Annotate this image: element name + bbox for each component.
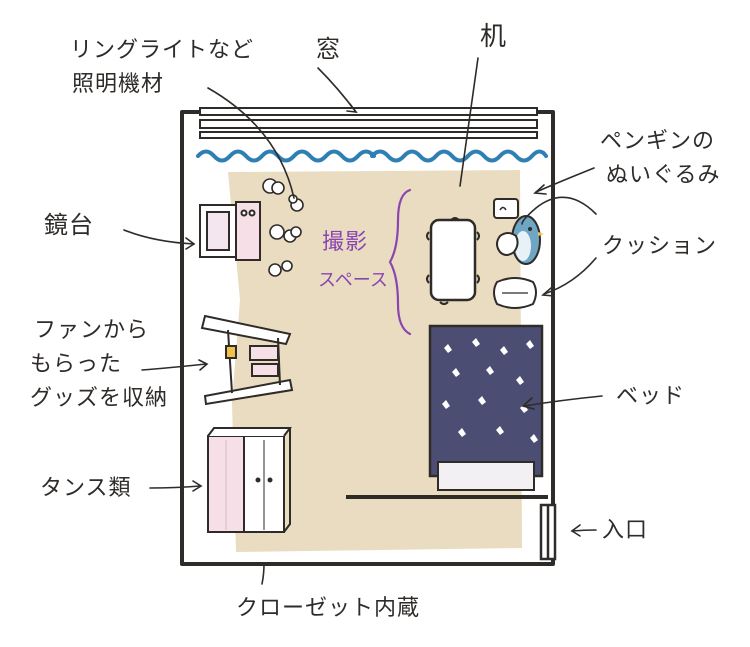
ring-light-label-line2: 照明機材 [72,72,165,97]
penguin-label-line1: ペンギンの [600,129,716,154]
penguin-plush [511,215,544,265]
window-label: 窓 [316,35,341,63]
mirror-stand-label: 鏡台 [44,211,94,239]
fan-goods-label-line1: ファンから [34,318,150,343]
goods-shelf [200,314,294,406]
entrance-door [539,503,557,561]
dresser [207,427,292,533]
fan-goods-label-line3: グッズを収納 [30,386,169,411]
bed [428,324,544,491]
mirror-stand [199,201,261,261]
entrance-label: 入口 [602,518,649,543]
desk [429,218,477,302]
leader-lines [123,57,603,585]
photo-space-label-line1: 撮影 [322,230,369,255]
dresser-label: タンス類 [40,476,132,501]
fan-goods-label-line2: もらった [30,352,123,377]
cushion-label: クッション [602,234,718,259]
cushions [493,232,537,309]
bed-label: ベッド [616,384,686,409]
desk-label: 机 [480,22,508,52]
lighting-equipment [262,178,304,277]
ring-light-label-line1: リングライトなど [70,38,255,63]
penguin-label-line2: ぬいぐるみ [606,163,721,188]
closet-label: クローゼット内蔵 [236,596,421,621]
photo-space-brace [388,188,412,336]
curtain [196,149,548,163]
window [199,107,538,139]
photo-space-label-line2: スペース [318,270,388,291]
